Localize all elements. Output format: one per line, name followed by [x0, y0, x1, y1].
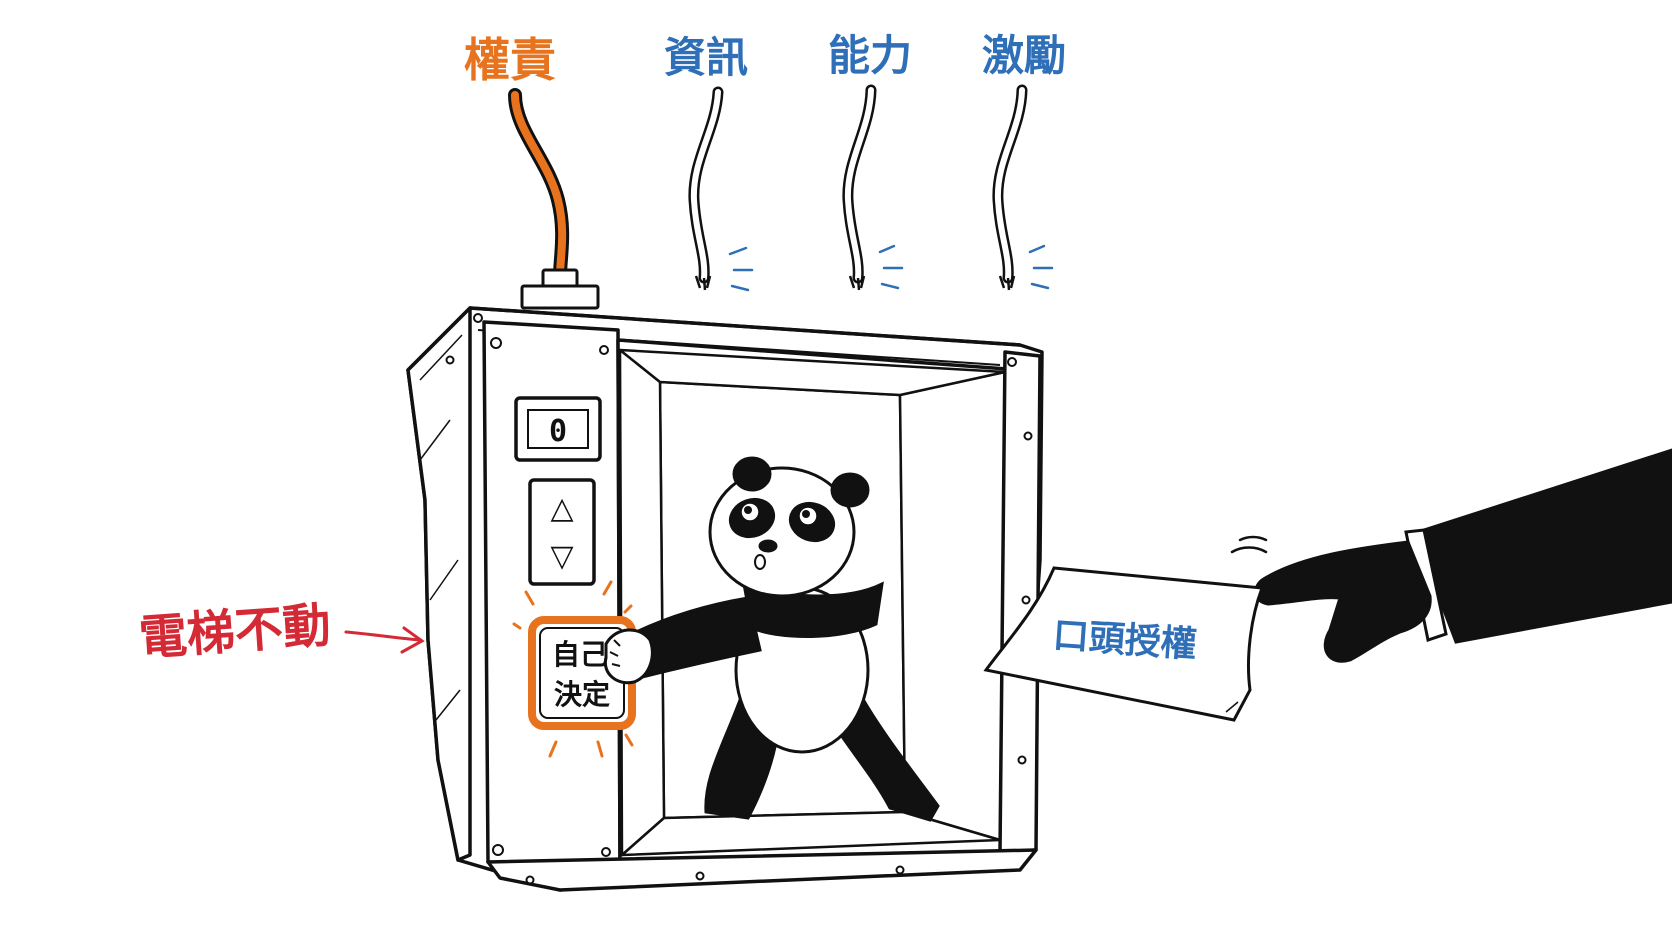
panda-hand	[603, 628, 654, 685]
label-capability: 能力	[828, 31, 912, 80]
up-button[interactable]: △	[550, 491, 573, 526]
frame-rivets	[445, 313, 1033, 885]
verbal-authorization-paper: 口頭授權	[983, 566, 1265, 722]
capability-cable-broken	[842, 84, 904, 291]
verbal-authorization-label: 口頭授權	[1052, 615, 1199, 666]
floor-number: 0	[549, 414, 567, 449]
responsibility-cable	[508, 88, 600, 310]
decide-button-glow	[512, 580, 634, 758]
up-down-button-panel	[528, 478, 596, 586]
panda-mouth	[754, 554, 766, 570]
self-decide-label-line1: 自己	[552, 638, 608, 671]
self-decide-label-line2: 決定	[554, 678, 610, 711]
control-panel: 0 △ ▽ 自己 決定	[512, 396, 636, 758]
label-responsibility: 權責	[464, 33, 556, 87]
down-button[interactable]: ▽	[550, 539, 573, 574]
panda-left-ear	[732, 456, 772, 492]
panda-right-ear	[830, 472, 870, 508]
label-incentive: 激勵	[982, 31, 1066, 80]
incentive-cable-broken	[992, 84, 1054, 291]
panda-character	[603, 456, 940, 822]
information-cable-broken	[688, 86, 754, 292]
label-information: 資訊	[664, 33, 748, 82]
suited-arm	[1230, 448, 1672, 663]
elevator-stuck-arrow	[344, 626, 425, 654]
elevator-stuck-label: 電梯不動	[137, 597, 332, 666]
